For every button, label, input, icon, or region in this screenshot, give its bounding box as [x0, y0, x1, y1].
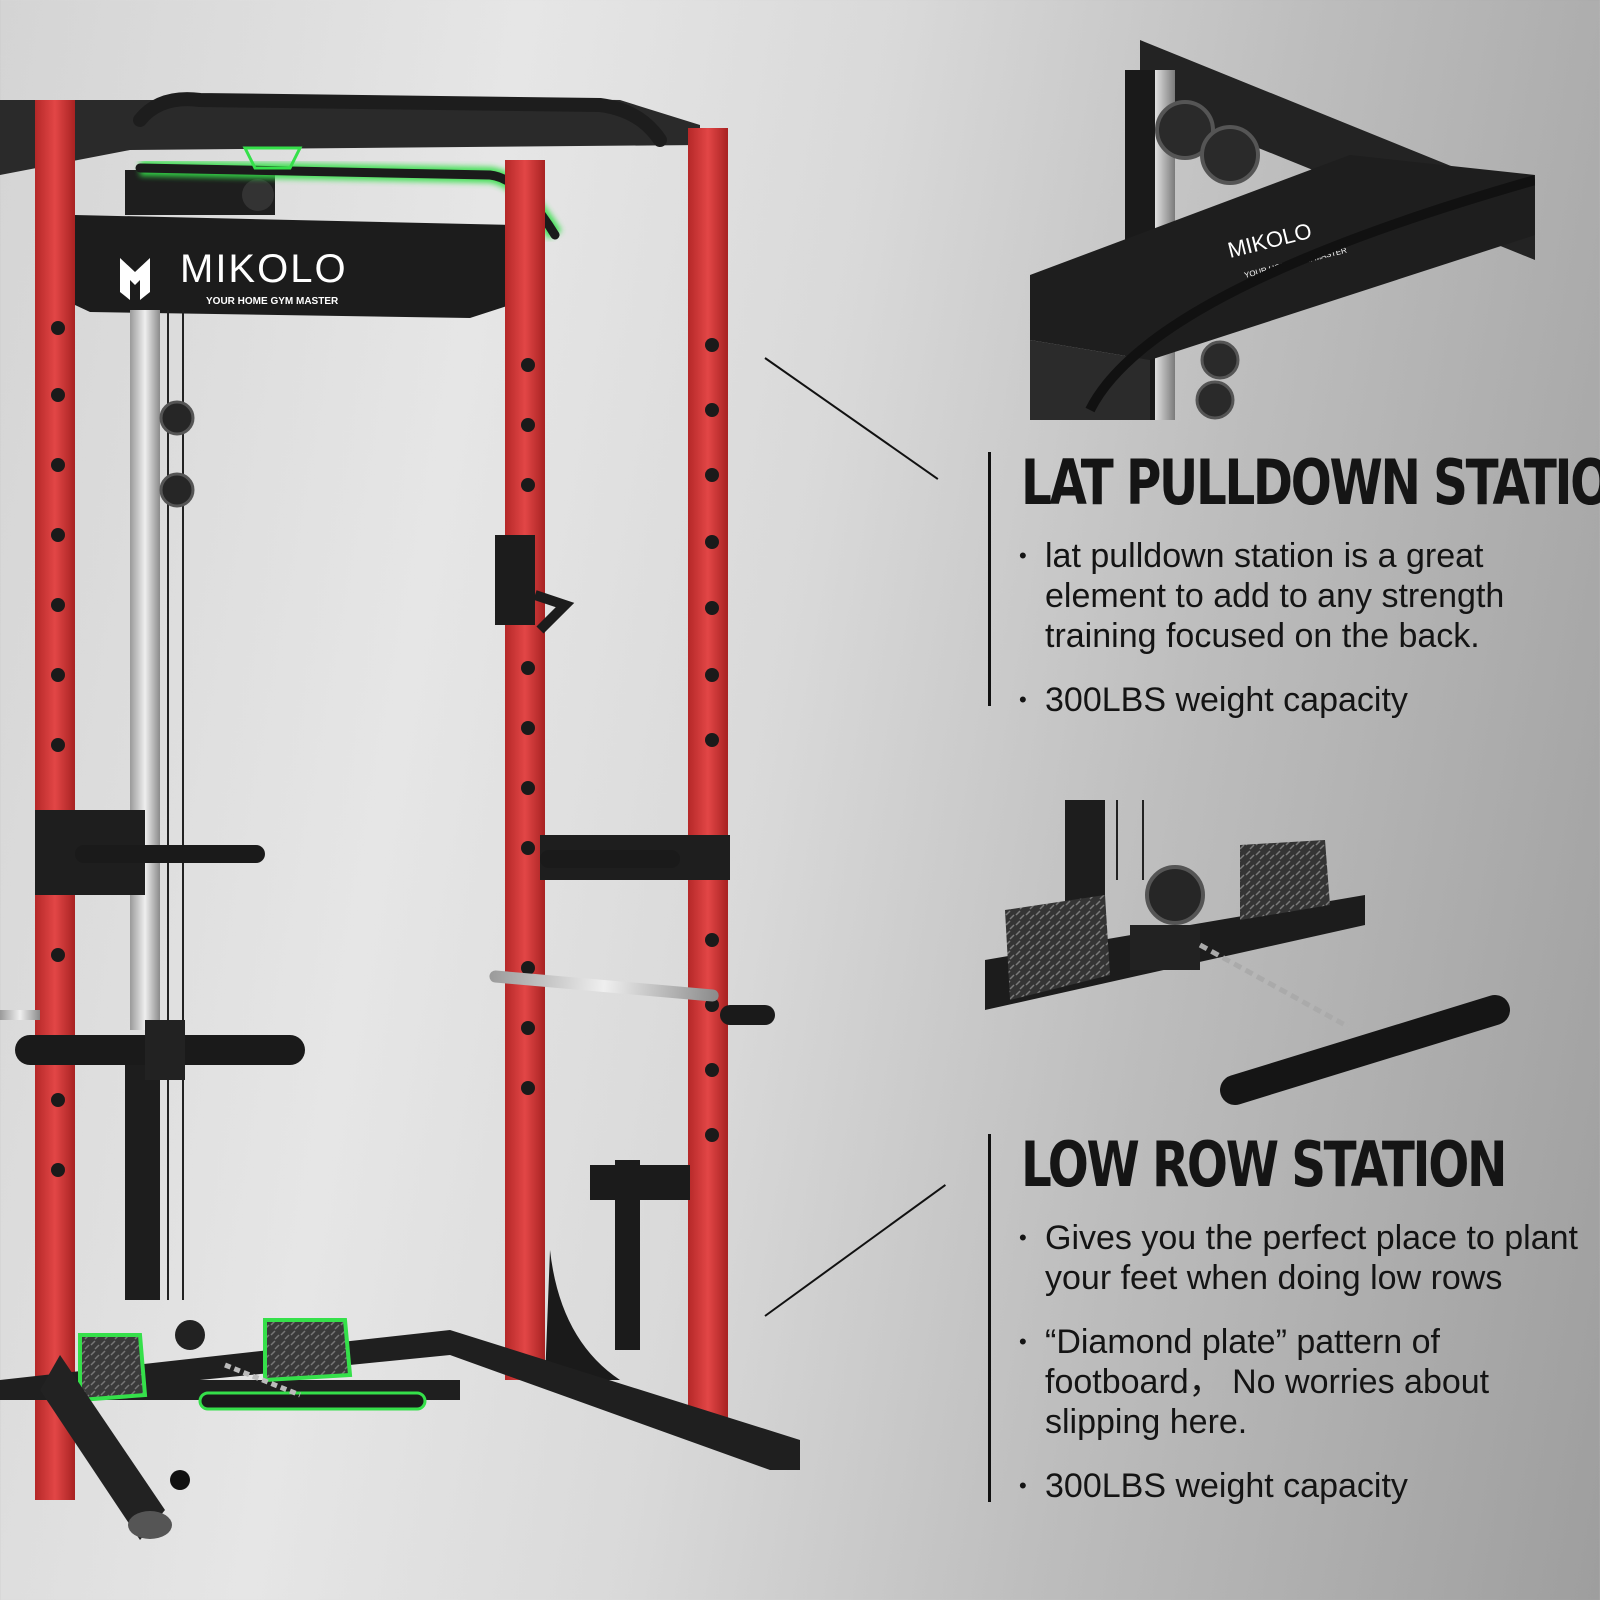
- low-row-title: LOW ROW STATION: [1021, 1128, 1507, 1201]
- pulley-icon: [175, 1320, 205, 1350]
- pulley-icon: [159, 400, 195, 436]
- list-item: lat pulldown station is a great element …: [1019, 536, 1568, 656]
- pulley-icon: [1200, 340, 1240, 380]
- pulley-icon: [1195, 380, 1235, 420]
- low-row-handle: [1220, 995, 1510, 1105]
- brand-plate: [75, 215, 515, 318]
- low-row-section: LOW ROW STATION Gives you the perfect pl…: [988, 1128, 1578, 1506]
- bullet-text: Gives you the perfect place to plant you…: [1045, 1219, 1578, 1297]
- bullet-text: 300LBS weight capacity: [1045, 1467, 1408, 1505]
- bullet-text: lat pulldown station is a great element …: [1045, 537, 1505, 655]
- lat-pulldown-title: LAT PULLDOWN STATION: [1021, 446, 1600, 519]
- front-right-post: [688, 128, 728, 1428]
- brand-tagline: YOUR HOME GYM MASTER: [206, 296, 339, 307]
- weight-column: [130, 310, 160, 1030]
- rear-left-post: [35, 100, 75, 1500]
- brand-name: MIKOLO: [180, 247, 348, 291]
- pulley-icon: [159, 472, 195, 508]
- bullet-text: “Diamond plate” pattern of footboard， No…: [1045, 1323, 1490, 1441]
- list-item: Gives you the perfect place to plant you…: [1019, 1218, 1578, 1298]
- bullet-text: 300LBS weight capacity: [1045, 681, 1408, 719]
- low-row-handle: [198, 1391, 427, 1411]
- pulley-icon: [1145, 865, 1205, 925]
- power-rack-illustration: MIKOLO YOUR HOME GYM MASTER: [0, 92, 800, 1540]
- list-item: “Diamond plate” pattern of footboard， No…: [1019, 1322, 1568, 1442]
- pulley-icon: [1200, 125, 1260, 185]
- j-hook: [495, 535, 535, 625]
- lat-pulldown-detail-image: MIKOLO YOUR HOME GYM MASTER: [1030, 30, 1535, 420]
- front-left-post: [505, 160, 545, 1380]
- mikolo-logo-mark: [120, 258, 150, 300]
- lat-pulldown-section: LAT PULLDOWN STATION lat pulldown statio…: [988, 446, 1600, 720]
- lat-pulldown-bullets: lat pulldown station is a great element …: [1019, 536, 1568, 720]
- list-item: 300LBS weight capacity: [1019, 1466, 1568, 1506]
- low-row-detail-image: [985, 800, 1525, 1120]
- list-item: 300LBS weight capacity: [1019, 680, 1568, 720]
- low-row-bullets: Gives you the perfect place to plant you…: [1019, 1218, 1578, 1506]
- pulley-icon: [1155, 100, 1215, 160]
